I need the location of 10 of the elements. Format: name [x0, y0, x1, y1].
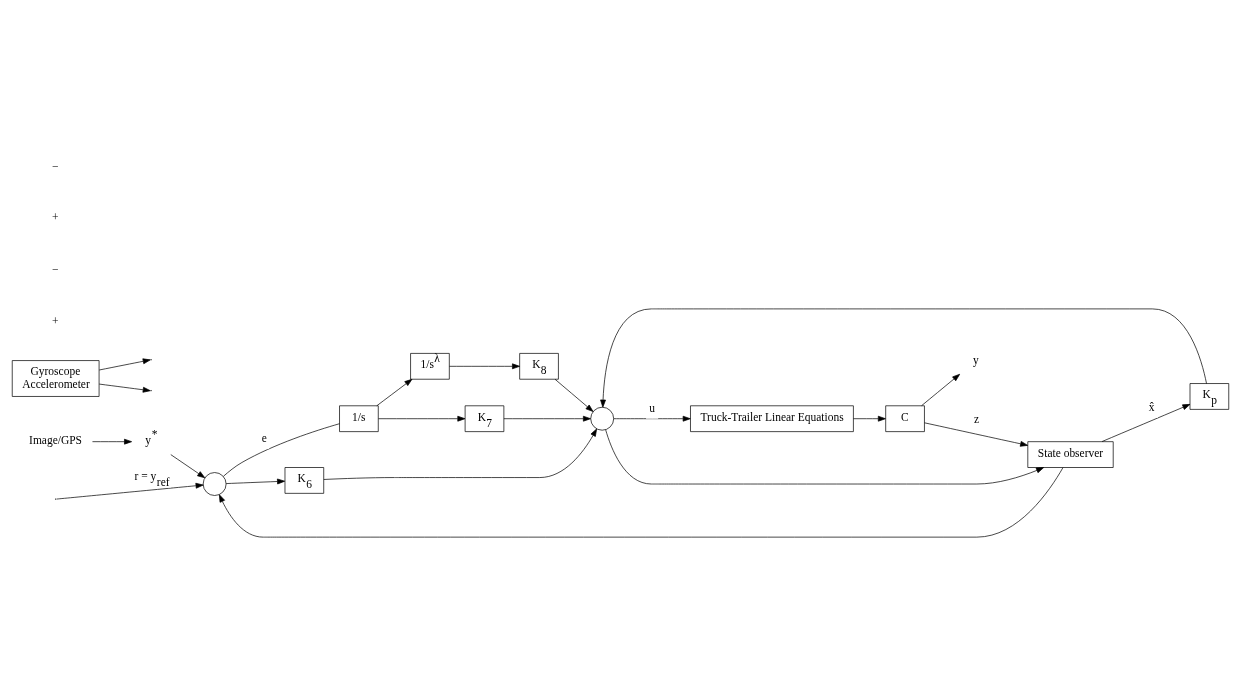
- edge-label: e: [261, 431, 267, 444]
- label: −: [52, 262, 59, 275]
- node-text: Image/GPS: [29, 433, 82, 446]
- label: +: [52, 210, 59, 223]
- node-text: y: [972, 353, 979, 366]
- label: +: [52, 314, 59, 327]
- edge-label: z: [973, 412, 980, 425]
- label: −: [52, 159, 59, 172]
- edge-label: u: [649, 401, 655, 414]
- edge-label: x̂: [1148, 400, 1155, 413]
